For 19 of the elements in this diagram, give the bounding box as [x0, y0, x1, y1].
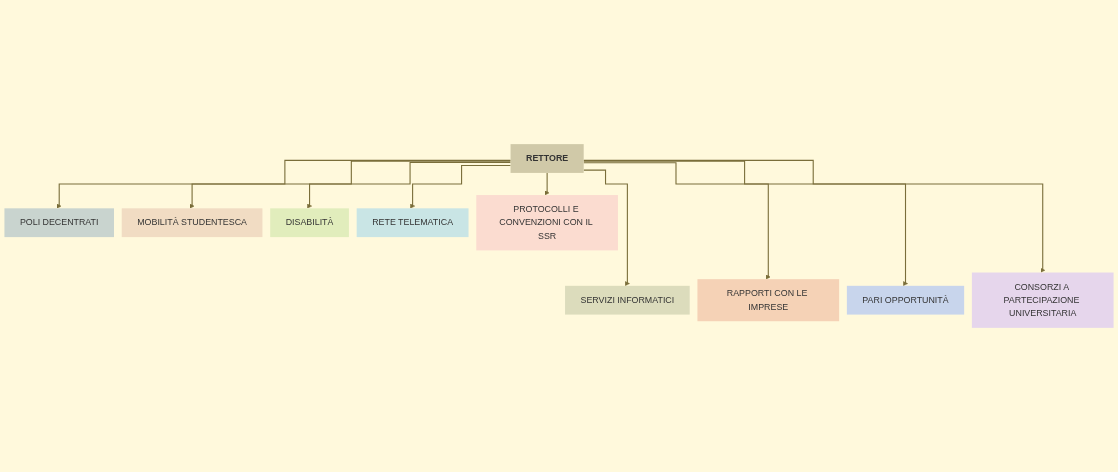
node-box: MOBILITÀ STUDENTESCA	[121, 208, 263, 238]
node-box: PROTOCOLLI E CONVENZIONI CON IL SSR	[476, 195, 618, 251]
node-box: CONSORZI A PARTECIPAZIONE UNIVERSITARIA	[971, 272, 1114, 328]
node-box: POLI DECENTRATI	[4, 208, 114, 238]
arrow	[189, 160, 512, 209]
node-box: PARI OPPORTUNITÀ	[846, 285, 965, 315]
arrow	[56, 159, 512, 209]
node-box: RETTORE	[510, 144, 584, 173]
arrow	[583, 169, 630, 287]
arrow	[544, 172, 550, 196]
node-box: RETE TELEMATICA	[356, 208, 469, 238]
arrow	[410, 164, 512, 209]
node-box: RAPPORTI CON LE IMPRESE	[697, 279, 840, 322]
node-box: DISABILITÀ	[270, 208, 349, 238]
arrow	[583, 160, 908, 287]
arrow	[583, 162, 771, 280]
arrow	[583, 159, 1046, 273]
node-box: SERVIZI INFORMATICI	[565, 285, 690, 315]
arrow	[307, 161, 512, 209]
